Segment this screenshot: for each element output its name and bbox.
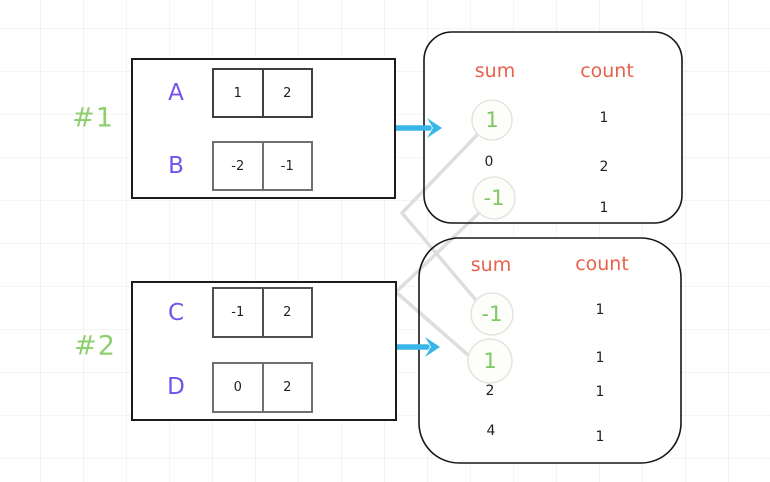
array-a-label: A [168,80,184,106]
count-value: 1 [595,384,605,400]
array-c-label: C [167,300,185,326]
sum-value-highlighted: 1 [483,349,497,373]
sum-value: 4 [486,423,496,439]
array-d: 0 2 [212,362,313,413]
count-value: 1 [595,429,605,445]
count-column-header: count [575,253,629,275]
array-d-label: D [167,374,185,400]
array-b-label: B [168,153,184,179]
sum-value: 2 [485,383,495,399]
sum-value-highlighted: 1 [485,108,499,132]
array-cell: 0 [233,380,242,395]
example-1-label: #1 [72,102,114,134]
array-cell: -1 [261,143,312,189]
count-value: 1 [599,200,609,216]
array-cell: 1 [233,85,242,101]
result-box-2-border [418,237,682,464]
array-b: -2 -1 [212,141,313,191]
example-2-label: #2 [74,330,116,362]
result-box-1-background [424,32,682,223]
sum-value-highlighted: -1 [483,186,505,210]
sum-highlight-circle [470,292,514,336]
count-value: 1 [595,302,605,318]
sum-highlight-circle [467,338,513,384]
sum-value: 0 [484,154,494,170]
sum-highlight-circle [471,99,513,141]
count-column-header: count [580,60,634,82]
array-cell: 2 [261,364,312,411]
sum-column-header: sum [474,60,516,82]
count-value: 1 [595,350,605,366]
array-cell: 2 [261,70,312,116]
array-a: 1 2 [212,68,313,118]
sum-value-highlighted: -1 [481,302,503,326]
array-cell: -1 [231,305,245,320]
array-cell: 2 [261,289,312,336]
sum-highlight-circle [472,176,516,220]
connector-line [400,132,480,301]
count-value: 1 [599,110,609,126]
count-value: 2 [599,159,609,175]
array-cell: -2 [231,158,245,174]
array-c: -1 2 [212,287,313,338]
sum-column-header: sum [470,254,512,276]
